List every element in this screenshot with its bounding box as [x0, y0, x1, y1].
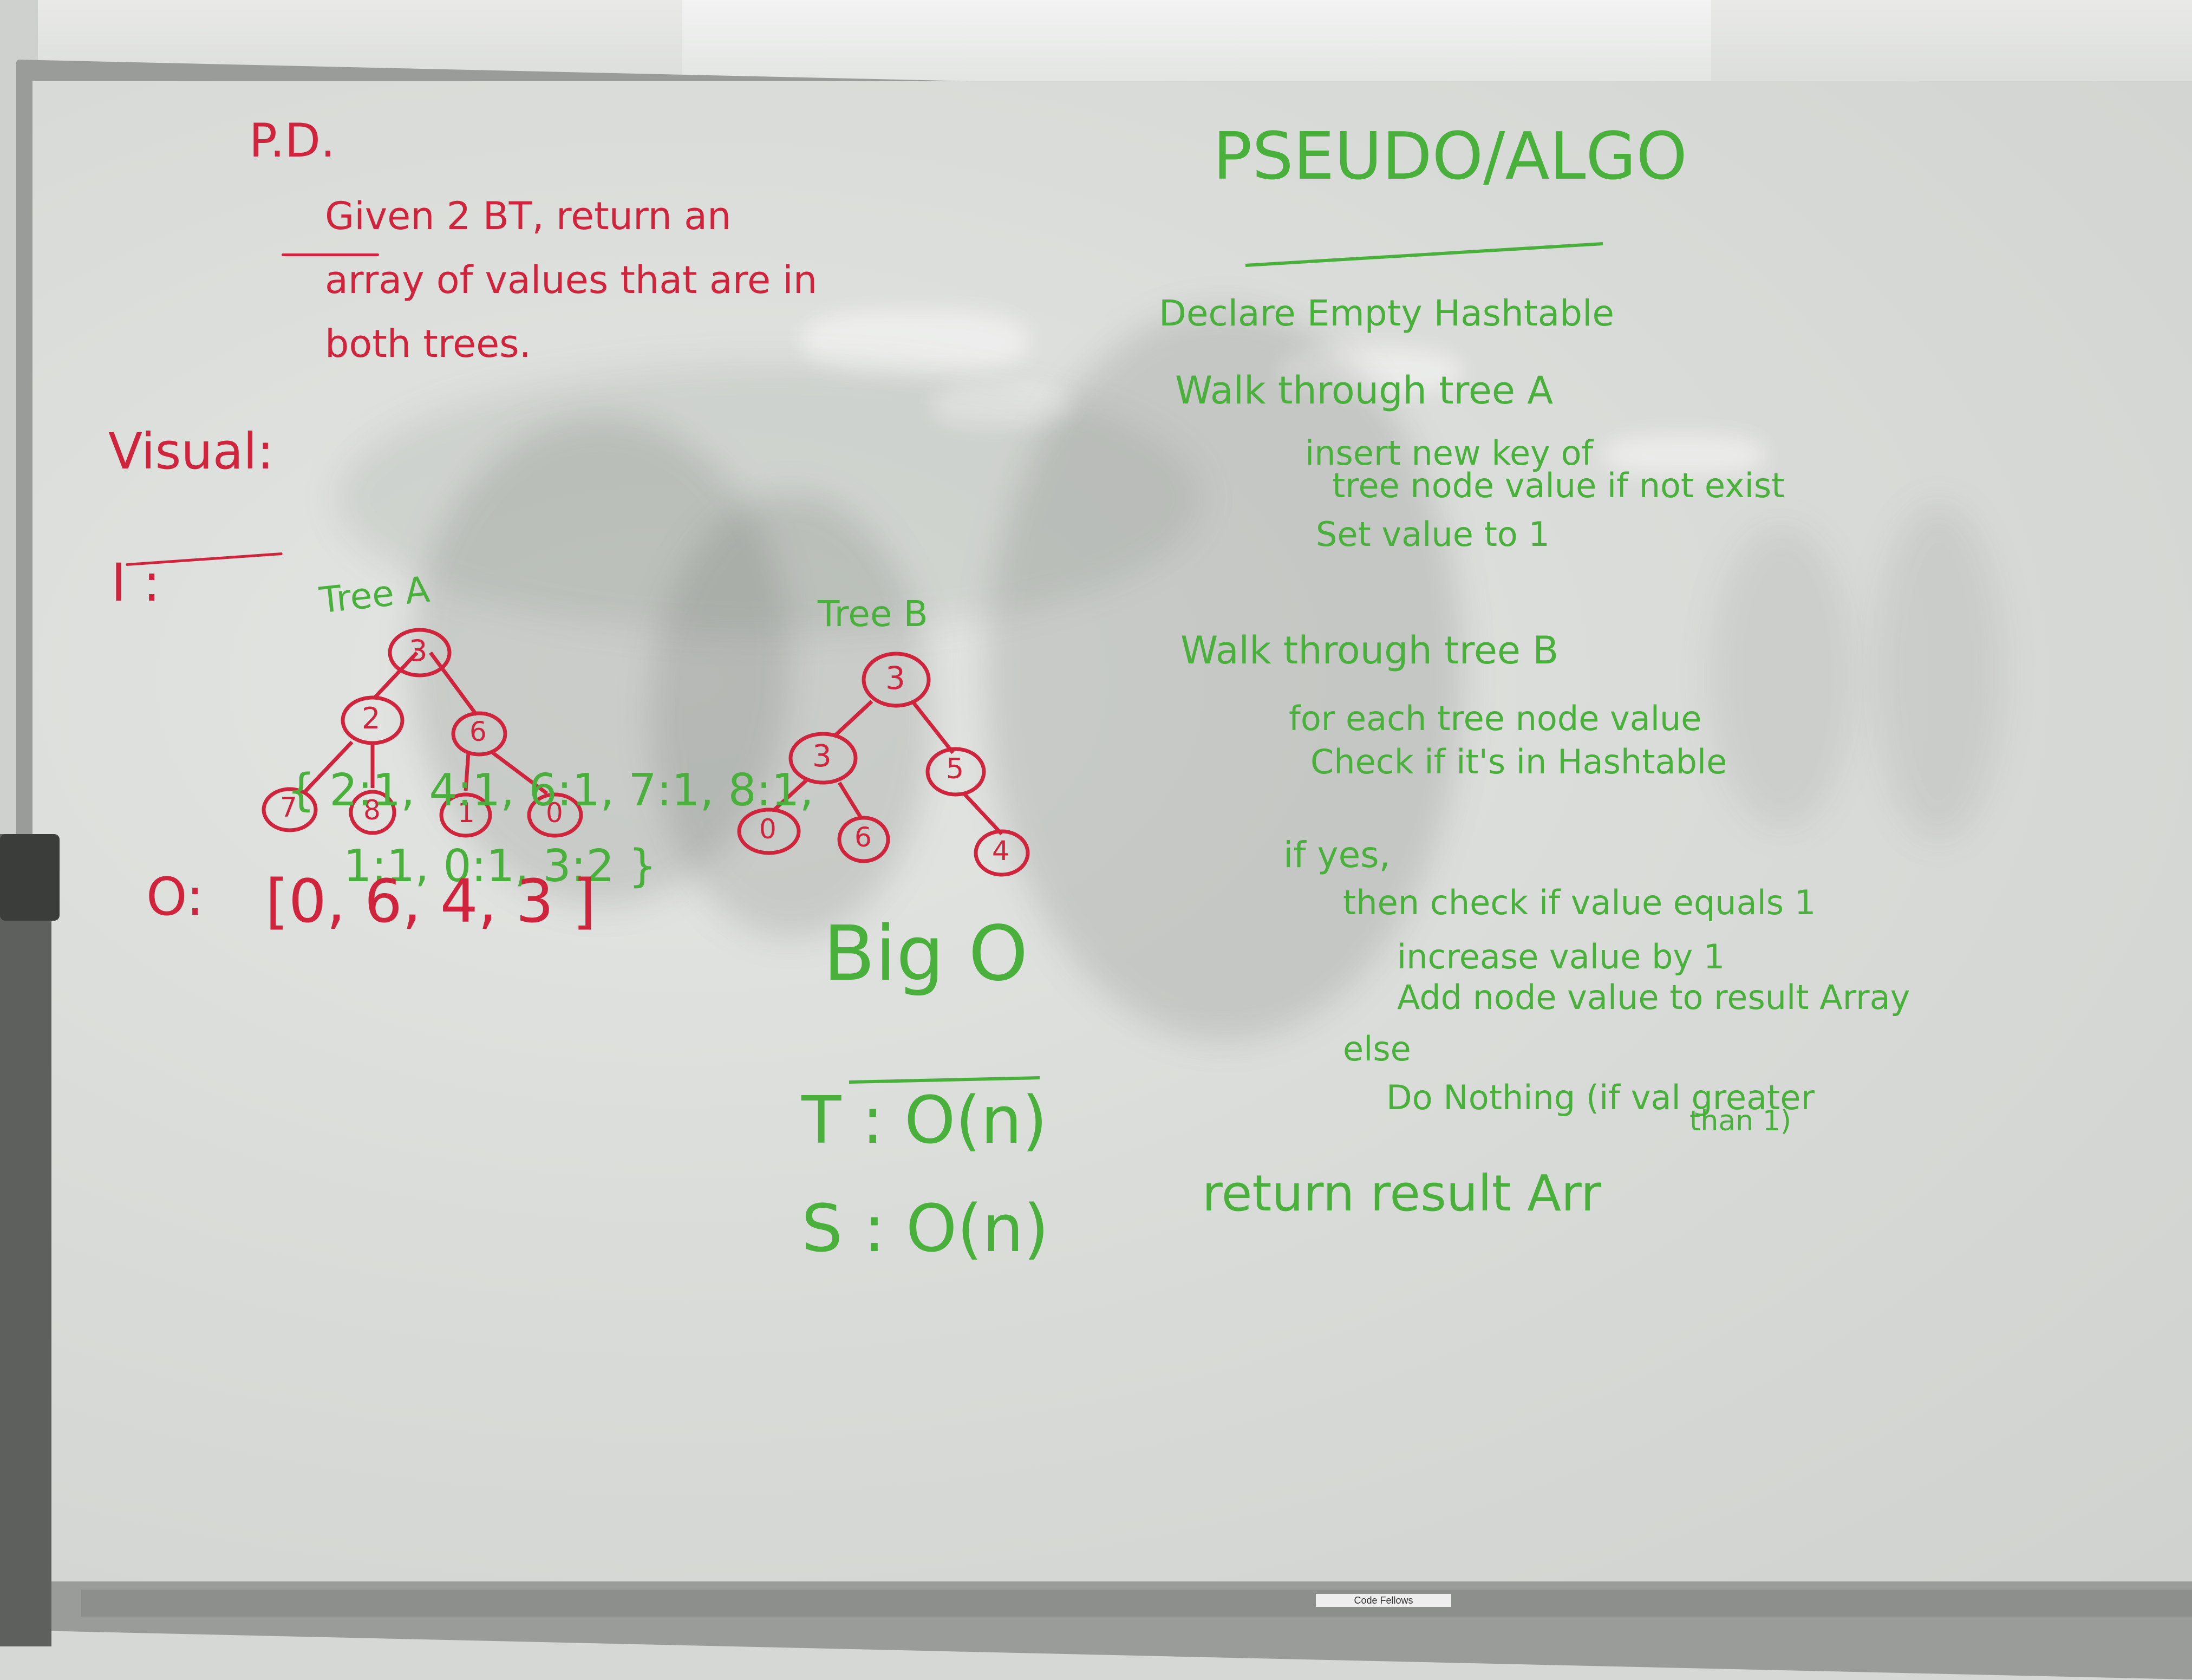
algorithm-line: return result Arr	[1202, 1164, 1602, 1222]
output-array: [0, 6, 4, 3 ]	[265, 867, 596, 936]
big-o-heading: Big O	[823, 910, 1028, 998]
person-reflection	[650, 493, 931, 937]
algorithm-line: increase value by 1	[1397, 937, 1725, 976]
algorithm-line: for each tree node value	[1289, 699, 1702, 738]
algorithm-line: Walk through tree A	[1175, 368, 1554, 413]
tree-a-node: 6	[469, 716, 487, 747]
person-reflection	[1874, 504, 2004, 839]
tree-a-node: 0	[546, 797, 563, 829]
problem-statement: Given 2 BT, return an array of values th…	[325, 194, 818, 366]
person-reflection	[412, 417, 791, 904]
tree-a-node: 8	[363, 795, 381, 826]
space-complexity: S : O(n)	[801, 1191, 1049, 1267]
tree-b-node: 5	[946, 753, 964, 785]
hashtable-contents: { 2:1, 4:1, 6:1, 7:1, 8:1, 1:1, 0:1, 3:2…	[287, 765, 814, 892]
algo-underline	[1245, 242, 1603, 267]
tree-a-node: 2	[362, 701, 381, 735]
brand-label: Code Fellows	[1316, 1594, 1451, 1607]
tree-diagrams	[262, 242, 1603, 1084]
board-stand-clip	[0, 834, 60, 921]
algorithm-line: Add node value to result Array	[1397, 978, 1910, 1017]
tree-b-edges	[773, 700, 1003, 836]
algorithm-line: Walk through tree B	[1180, 628, 1559, 673]
tree-a-node: 3	[409, 634, 428, 668]
tree-b-node: 4	[992, 835, 1009, 867]
tree-a-node: 7	[280, 792, 297, 823]
person-reflection	[986, 309, 1462, 1040]
window-reflection	[336, 363, 1202, 634]
problem-domain-heading: P.D.	[249, 114, 336, 168]
algorithm-line: tree node value if not exist	[1332, 466, 1785, 505]
algorithm-line: Check if it's in Hashtable	[1310, 742, 1727, 782]
output-label: O:	[146, 867, 204, 927]
light-glare	[1603, 433, 1765, 477]
tree-a-node: 1	[458, 797, 475, 829]
light-glare	[931, 385, 1072, 428]
board-stand	[0, 834, 51, 1646]
light-glare	[1278, 347, 1462, 395]
window	[682, 0, 1711, 81]
big-o-underline	[849, 1076, 1040, 1084]
whiteboard	[32, 81, 2192, 1581]
time-complexity: T : O(n)	[801, 1083, 1048, 1158]
input-label: I :	[111, 552, 161, 613]
person-reflection	[1711, 525, 1852, 829]
visual-heading: Visual:	[108, 422, 274, 480]
marker-tray	[81, 1590, 2192, 1617]
tree-node-circles	[262, 628, 1030, 877]
algorithm-line: else	[1343, 1029, 1411, 1069]
algorithm-line: Declare Empty Hashtable	[1159, 292, 1615, 334]
algorithm-heading: PSEUDO/ALGO	[1213, 119, 1687, 194]
tree-b-node: 0	[759, 813, 777, 845]
algorithm-line: Do Nothing (if val greater	[1386, 1078, 1815, 1117]
tree-b-node: 6	[854, 822, 872, 853]
tree-b-node: 3	[885, 660, 905, 696]
tree-b-label: Tree B	[818, 593, 928, 635]
tree-a-edges	[302, 651, 549, 795]
heading-underline	[282, 253, 379, 256]
light-glare	[801, 309, 1029, 374]
algorithm-line: if yes,	[1283, 834, 1391, 876]
algorithm-line: Set value to 1	[1316, 515, 1550, 554]
algorithm-line: insert new key of	[1305, 433, 1594, 473]
algorithm-line: then check if value equals 1	[1343, 883, 1816, 922]
tree-b-node: 3	[812, 739, 832, 774]
algorithm-line: than 1)	[1689, 1105, 1792, 1137]
